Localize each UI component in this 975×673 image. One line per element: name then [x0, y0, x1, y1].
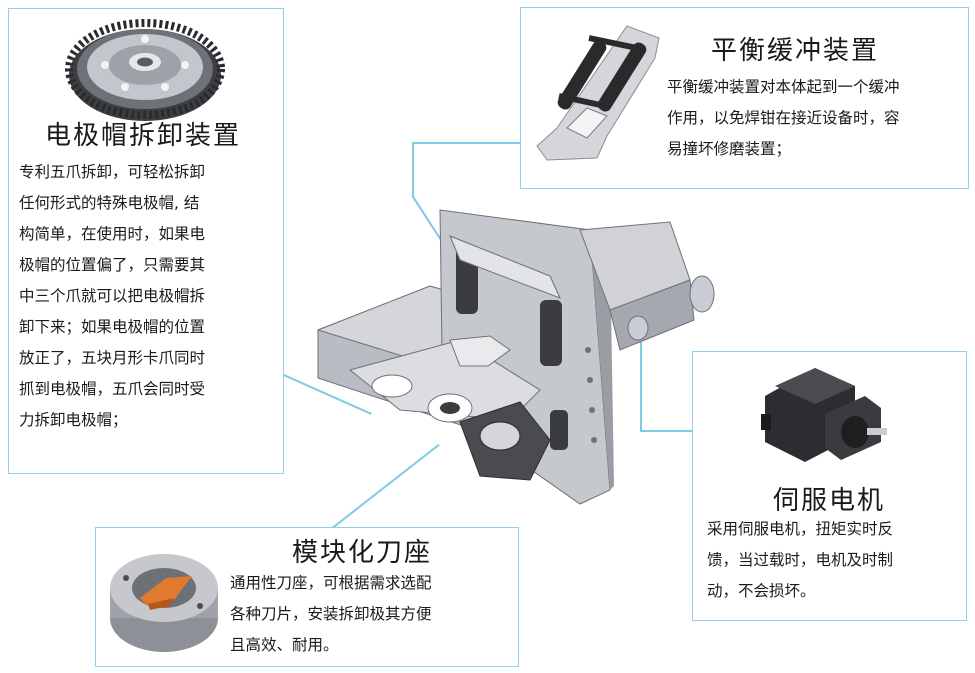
text-line: 动，不会损坏。	[707, 582, 816, 600]
text-line: 采用伺服电机，扭矩实时反	[707, 520, 894, 538]
connector-servo-h	[640, 430, 692, 432]
balance-buffer-text: 平衡缓冲装置对本体起到一个缓冲 作用，以免焊钳在接近设备时，容 易撞坏修磨装置；	[667, 72, 967, 165]
text-line: 任何形式的特殊电极帽, 结	[19, 194, 200, 212]
gear-cap-remover-image	[65, 19, 225, 121]
connector-servo-v	[640, 332, 642, 432]
tool-holder-image	[110, 554, 218, 652]
connector-balance-buffer-h	[412, 142, 520, 144]
text-line: 通用性刀座，可根据需求选配	[230, 574, 432, 592]
text-line: 卸下来；如果电极帽的位置	[19, 318, 206, 336]
text-line: 作用，以免焊钳在接近设备时，容	[667, 109, 900, 127]
text-line: 平衡缓冲装置对本体起到一个缓冲	[667, 78, 900, 96]
text-line: 专利五爪拆卸，可轻松拆卸	[19, 163, 206, 181]
balance-buffer-image	[536, 25, 660, 161]
text-line: 极帽的位置偏了，只需要其	[19, 256, 206, 274]
servo-motor-image	[761, 368, 887, 462]
text-line: 易撞坏修磨装置；	[667, 140, 792, 158]
electrode-cap-remover-title: 电极帽拆卸装置	[45, 121, 242, 151]
electrode-cap-remover-text: 专利五爪拆卸，可轻松拆卸 任何形式的特殊电极帽, 结 构简单，在使用时，如果电 …	[19, 157, 279, 436]
balance-buffer-title: 平衡缓冲装置	[711, 36, 880, 66]
servo-motor-box: 伺服电机 采用伺服电机，扭矩实时反 馈，当过载时，电机及时制 动，不会损坏。	[692, 351, 967, 621]
servo-motor-text: 采用伺服电机，扭矩实时反 馈，当过载时，电机及时制 动，不会损坏。	[707, 514, 963, 607]
text-line: 馈，当过载时，电机及时制	[707, 551, 894, 569]
text-line: 各种刀片，安装拆卸极其方便	[230, 605, 432, 623]
text-line: 抓到电极帽，五爪会同时受	[19, 380, 206, 398]
modular-tool-holder-title: 模块化刀座	[292, 538, 433, 568]
text-line: 中三个爪就可以把电极帽拆	[19, 287, 206, 305]
text-line: 力拆卸电极帽；	[19, 411, 128, 429]
connector-balance-buffer-v	[412, 142, 414, 196]
dresser-assembly-image	[316, 209, 715, 505]
balance-buffer-box: 平衡缓冲装置 平衡缓冲装置对本体起到一个缓冲 作用，以免焊钳在接近设备时，容 易…	[520, 7, 969, 189]
servo-motor-title: 伺服电机	[773, 486, 886, 516]
text-line: 且高效、耐用。	[230, 636, 339, 654]
modular-tool-holder-text: 通用性刀座，可根据需求选配 各种刀片，安装拆卸极其方便 且高效、耐用。	[230, 568, 515, 661]
electrode-cap-remover-box: 电极帽拆卸装置 专利五爪拆卸，可轻松拆卸 任何形式的特殊电极帽, 结 构简单，在…	[8, 8, 284, 474]
modular-tool-holder-box: 模块化刀座 通用性刀座，可根据需求选配 各种刀片，安装拆卸极其方便 且高效、耐用…	[95, 527, 519, 667]
text-line: 构简单，在使用时，如果电	[19, 225, 206, 243]
text-line: 放正了，五块月形卡爪同时	[19, 349, 206, 367]
